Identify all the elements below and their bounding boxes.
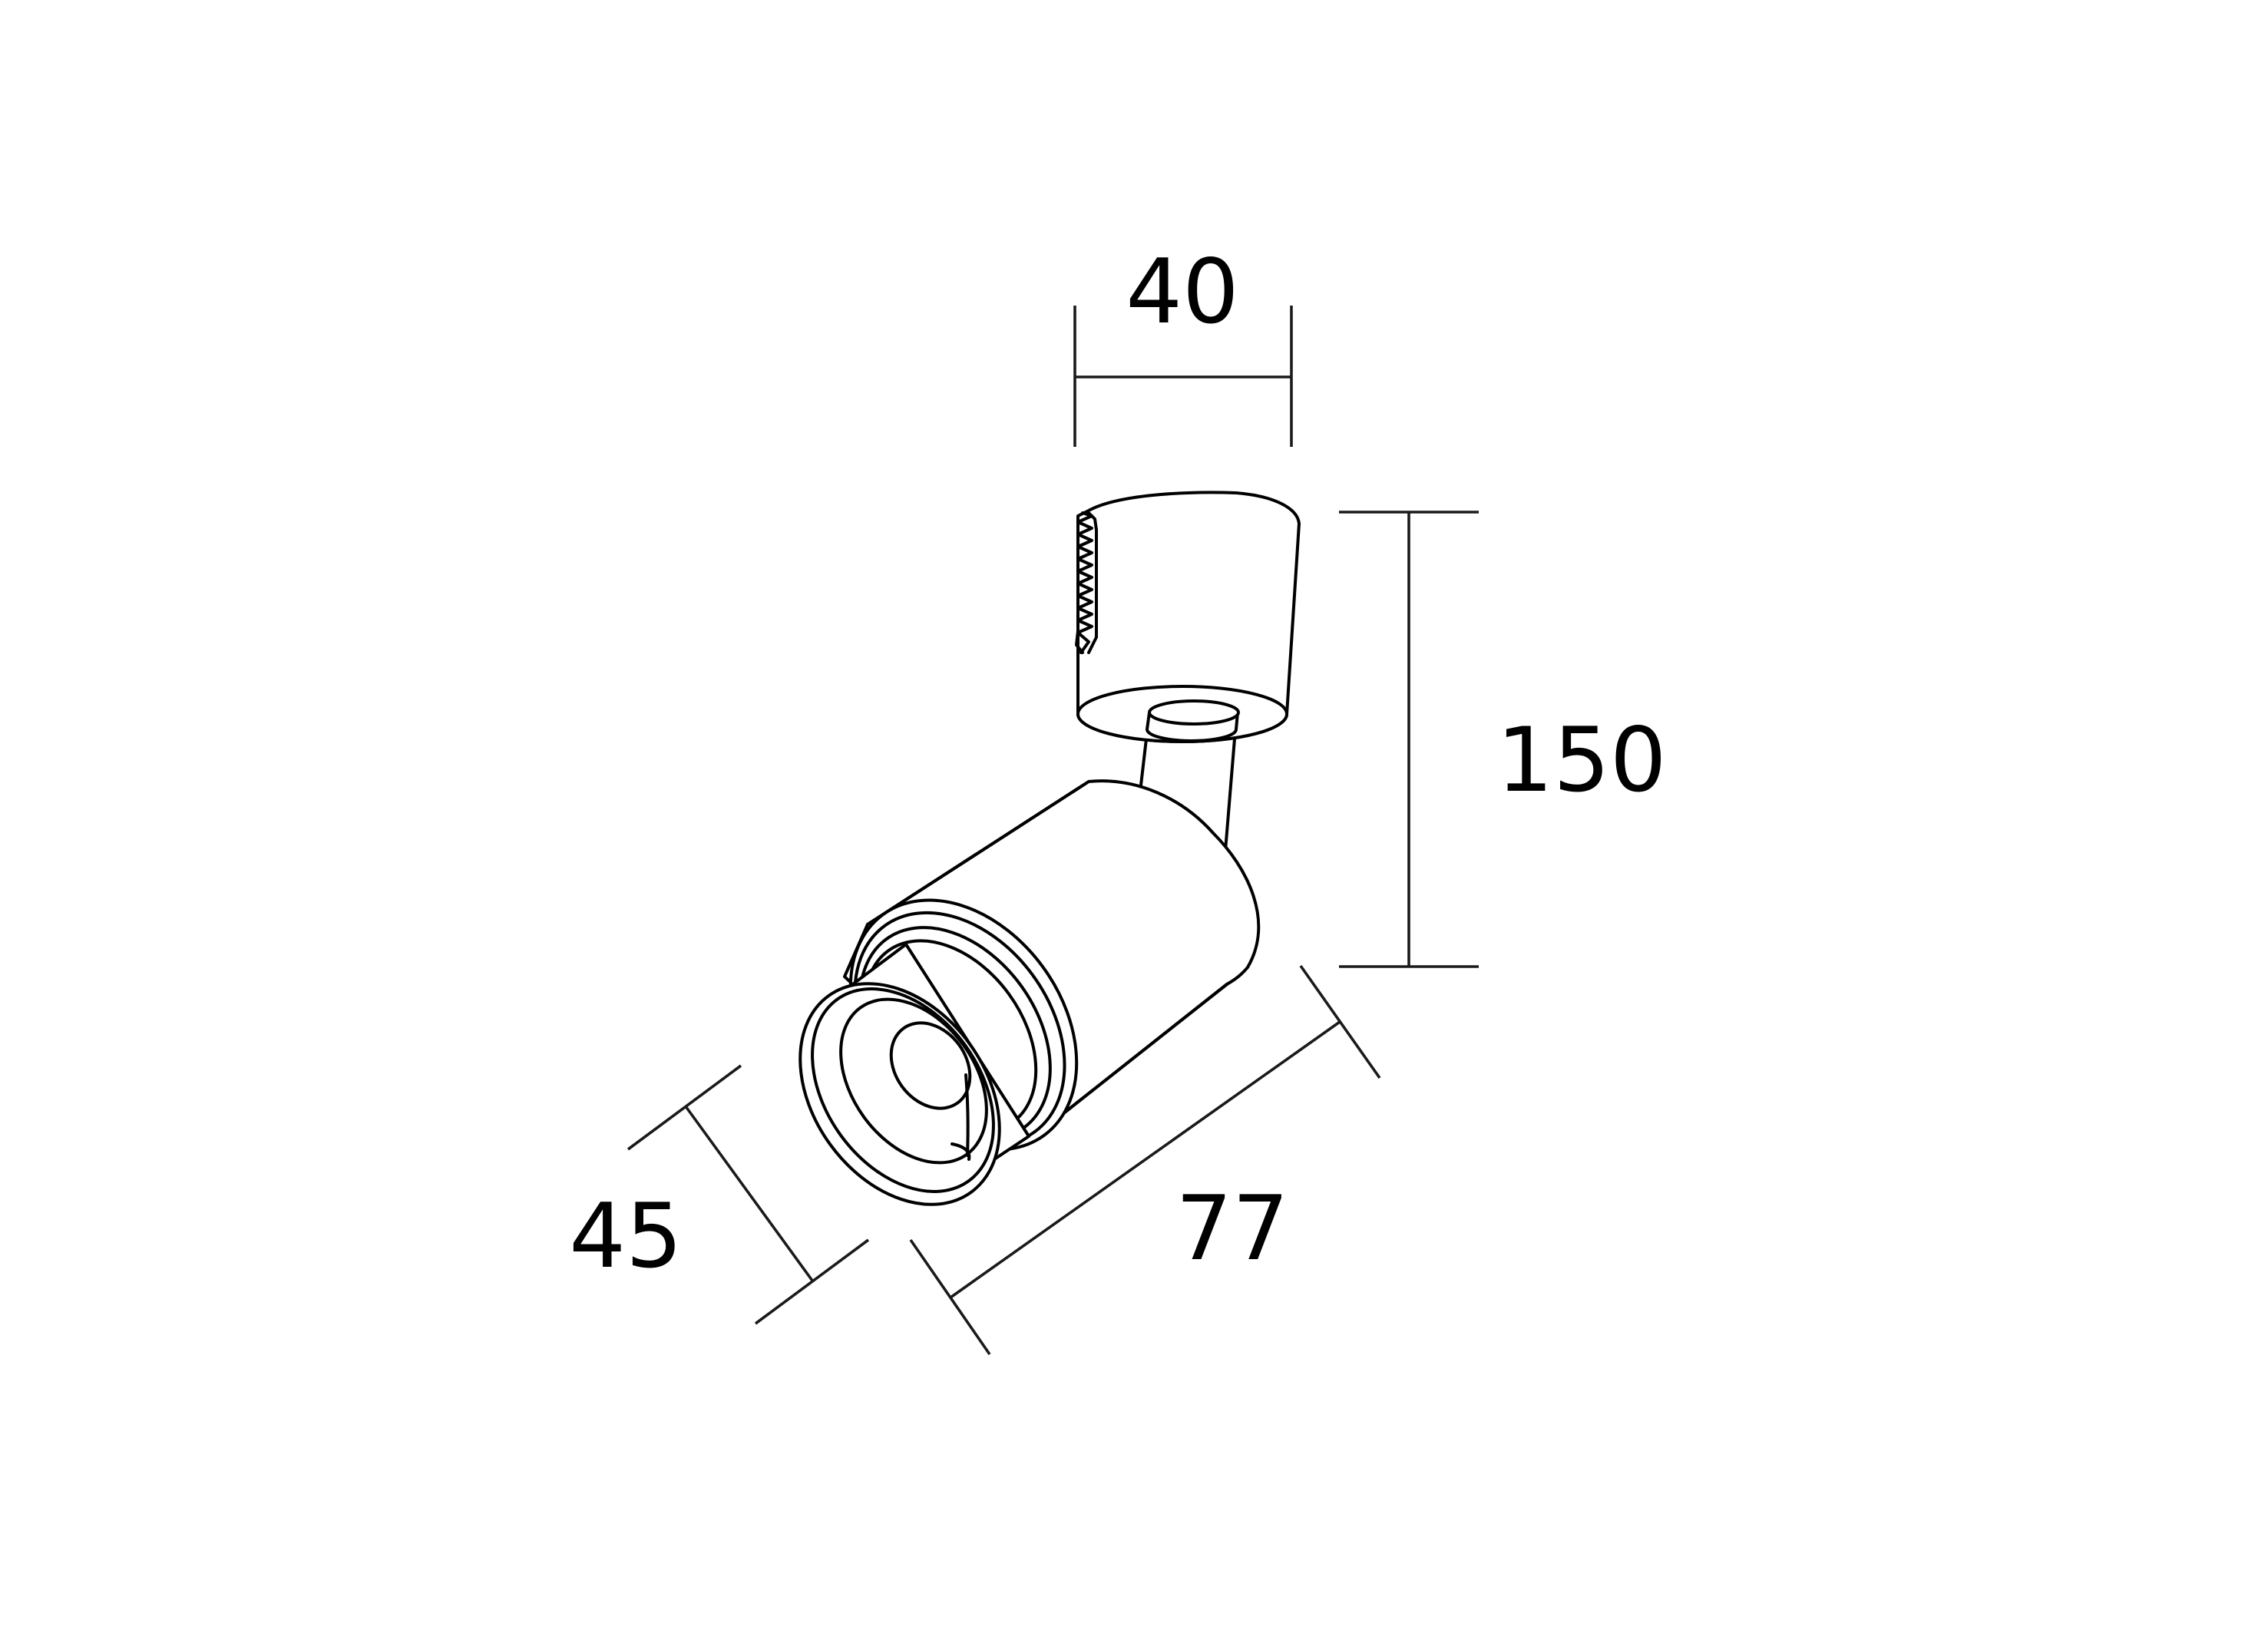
dimension-height-label: 150 <box>1496 709 1666 812</box>
dimension-diameter <box>627 1064 870 1325</box>
dimension-width <box>1073 306 1293 447</box>
dimension-height <box>1339 511 1479 968</box>
lens-tube <box>798 943 1030 1206</box>
dimension-width-label: 40 <box>1126 240 1239 344</box>
adapter-contacts <box>1075 511 1098 654</box>
dimension-length <box>909 964 1381 1356</box>
track-adapter <box>1076 491 1301 743</box>
dimension-length-label: 77 <box>1175 1177 1289 1281</box>
dimension-diameter-label: 45 <box>569 1185 683 1288</box>
